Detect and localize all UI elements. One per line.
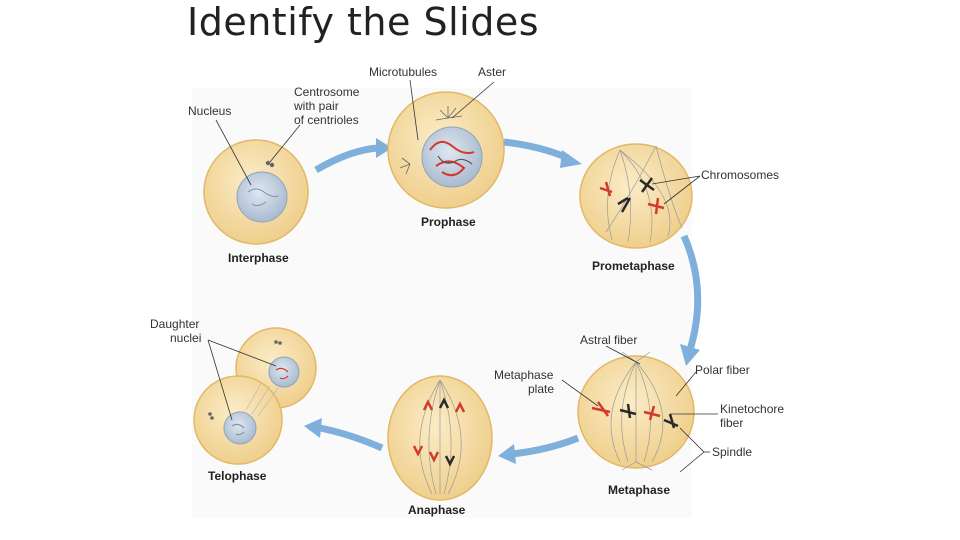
nucleus-label: Nucleus — [188, 104, 231, 118]
telophase-label: Telophase — [208, 469, 267, 483]
prometaphase-cell — [579, 143, 693, 249]
arrow-3 — [680, 234, 702, 352]
arrow-5 — [319, 424, 384, 452]
metaphase-cell — [577, 351, 695, 471]
anaphase-label: Anaphase — [408, 503, 466, 517]
daughter-nucleus-1 — [268, 356, 300, 388]
spindle-label: Spindle — [712, 445, 752, 459]
microtubules-label: Microtubules — [369, 65, 437, 79]
nucleus — [236, 171, 288, 223]
daughter-nuclei-label-1: Daughter — [150, 317, 199, 331]
anaphase-cell — [387, 375, 493, 501]
kinetochore-fiber-label-2: fiber — [720, 416, 743, 430]
centrosome-label-2: with pair — [293, 99, 339, 113]
centriole — [265, 160, 271, 166]
metaphase-label: Metaphase — [608, 483, 670, 497]
metaphase-plate-label-2: plate — [528, 382, 554, 396]
chromosomes-label: Chromosomes — [701, 168, 779, 182]
daughter-nuclei-label-2: nuclei — [170, 331, 201, 345]
aster-label: Aster — [478, 65, 506, 79]
interphase-label: Interphase — [228, 251, 289, 265]
polar-fiber-label: Polar fiber — [695, 363, 750, 377]
kinetochore-fiber-label-1: Kinetochore — [720, 402, 784, 416]
centrosome-label-1: Centrosome — [294, 85, 360, 99]
arrow-4 — [511, 434, 580, 458]
prophase-label: Prophase — [421, 215, 476, 229]
telophase-cells — [193, 327, 317, 465]
slide-title: Identify the Slides — [187, 0, 540, 44]
arrow-1 — [314, 144, 379, 174]
interphase-cell — [203, 139, 309, 245]
centrosome-label-3: of centrioles — [294, 113, 359, 127]
astral-fiber-label: Astral fiber — [580, 333, 637, 347]
metaphase-plate-label-1: Metaphase — [494, 368, 554, 382]
prometaphase-label: Prometaphase — [592, 259, 675, 273]
prophase-cell — [387, 91, 505, 209]
daughter-nucleus-2 — [223, 411, 257, 445]
